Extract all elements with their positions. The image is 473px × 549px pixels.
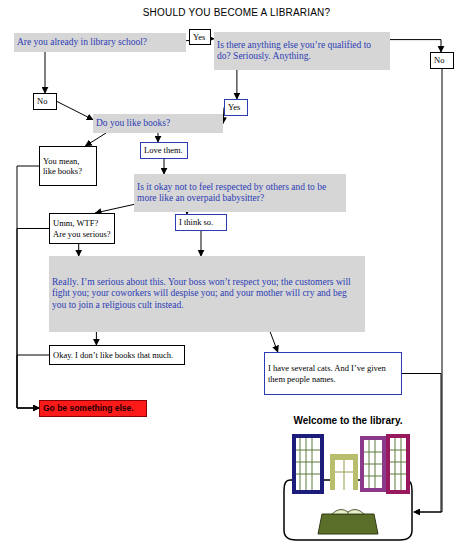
flow-arrow — [402, 374, 441, 513]
node-text: Umm, WTF? Are you serious? — [53, 218, 111, 238]
open-book — [332, 509, 364, 514]
desk — [318, 514, 378, 534]
question-box: Is it okay not to feel respected by othe… — [134, 174, 346, 212]
flow-arrow — [85, 133, 106, 146]
node-text: I have several cats. And I’ve given them… — [268, 363, 398, 383]
bookshelf-blue — [292, 434, 324, 494]
flow-arrow — [95, 204, 134, 213]
node-text: Welcome to the library. — [282, 415, 414, 427]
shelf-books — [364, 440, 382, 488]
bookshelf-magenta — [386, 434, 410, 494]
shelf-frame — [386, 434, 410, 494]
node-text: Is it okay not to feel respected by othe… — [137, 182, 343, 205]
answer-box: No — [33, 93, 57, 110]
flow-arrow — [57, 102, 93, 120]
shelf-inside — [390, 438, 406, 490]
library-door — [330, 454, 358, 490]
flow-arrow — [201, 231, 202, 256]
shelf-frame — [292, 434, 324, 494]
yes-answer-box: Love them. — [140, 142, 188, 159]
question-box: Are you already in library school? — [14, 33, 186, 52]
shelf-books — [390, 438, 406, 490]
answer-box: Okay. I don’t like books that much. — [49, 345, 185, 365]
shelf-inside — [364, 440, 382, 488]
node-text: I think so. — [179, 217, 223, 227]
yes-answer-box: Yes — [224, 99, 248, 116]
flow-arrow — [236, 70, 237, 99]
door-lines — [335, 460, 353, 490]
answer-box: Yes — [189, 29, 211, 45]
diagram-title: SHOULD YOU BECOME A LIBRARIAN? — [0, 7, 473, 18]
outcome-heading: Welcome to the library. — [282, 415, 414, 545]
node-text: Go be something else. — [43, 403, 143, 413]
answer-box: No — [430, 52, 454, 69]
flow-arrow — [78, 244, 79, 256]
reading-desk — [318, 509, 378, 534]
node-text: Yes — [193, 32, 207, 42]
question-box: Do you like books? — [93, 114, 223, 133]
shelf-inside — [296, 438, 320, 490]
node-text: Do you like books? — [96, 118, 220, 129]
shelf-frame — [360, 436, 386, 492]
flow-arrow — [414, 69, 442, 512]
node-text: No — [434, 55, 450, 65]
outcome-box: Go be something else. — [39, 400, 147, 417]
flow-arrow — [158, 133, 159, 142]
node-text: Okay. I don’t like books that much. — [53, 350, 181, 360]
library-illustration — [282, 430, 414, 545]
node-text: Are you already in library school? — [17, 37, 183, 48]
node-text: Is there anything else you’re qualified … — [217, 40, 387, 63]
flow-arrow — [270, 332, 278, 352]
question-box: Is there anything else you’re qualified … — [214, 32, 390, 70]
answer-box: You mean, like books? — [39, 146, 97, 186]
question-box: Really. I’m serious about this. Your bos… — [49, 256, 365, 332]
node-text: You mean, like books? — [43, 156, 93, 176]
door-inside — [335, 460, 353, 490]
yes-answer-box: I think so. — [175, 214, 227, 231]
bookshelf-purple — [360, 436, 386, 492]
node-text: Really. I’m serious about this. Your bos… — [52, 277, 362, 311]
door-frame — [330, 454, 358, 490]
flow-arrow — [164, 159, 165, 174]
flow-arrow — [17, 229, 49, 409]
node-text: No — [37, 96, 53, 106]
flow-arrow — [45, 52, 46, 93]
answer-box: Umm, WTF? Are you serious? — [49, 213, 115, 244]
shelf-books — [296, 438, 320, 490]
flow-arrow — [96, 332, 97, 345]
node-text: Yes — [228, 102, 244, 112]
node-text: Love them. — [144, 145, 184, 155]
yes-answer-box: I have several cats. And I’ve given them… — [264, 352, 402, 395]
book-spine — [348, 512, 349, 514]
flow-arrow — [17, 166, 39, 408]
flow-arrow — [390, 40, 441, 52]
